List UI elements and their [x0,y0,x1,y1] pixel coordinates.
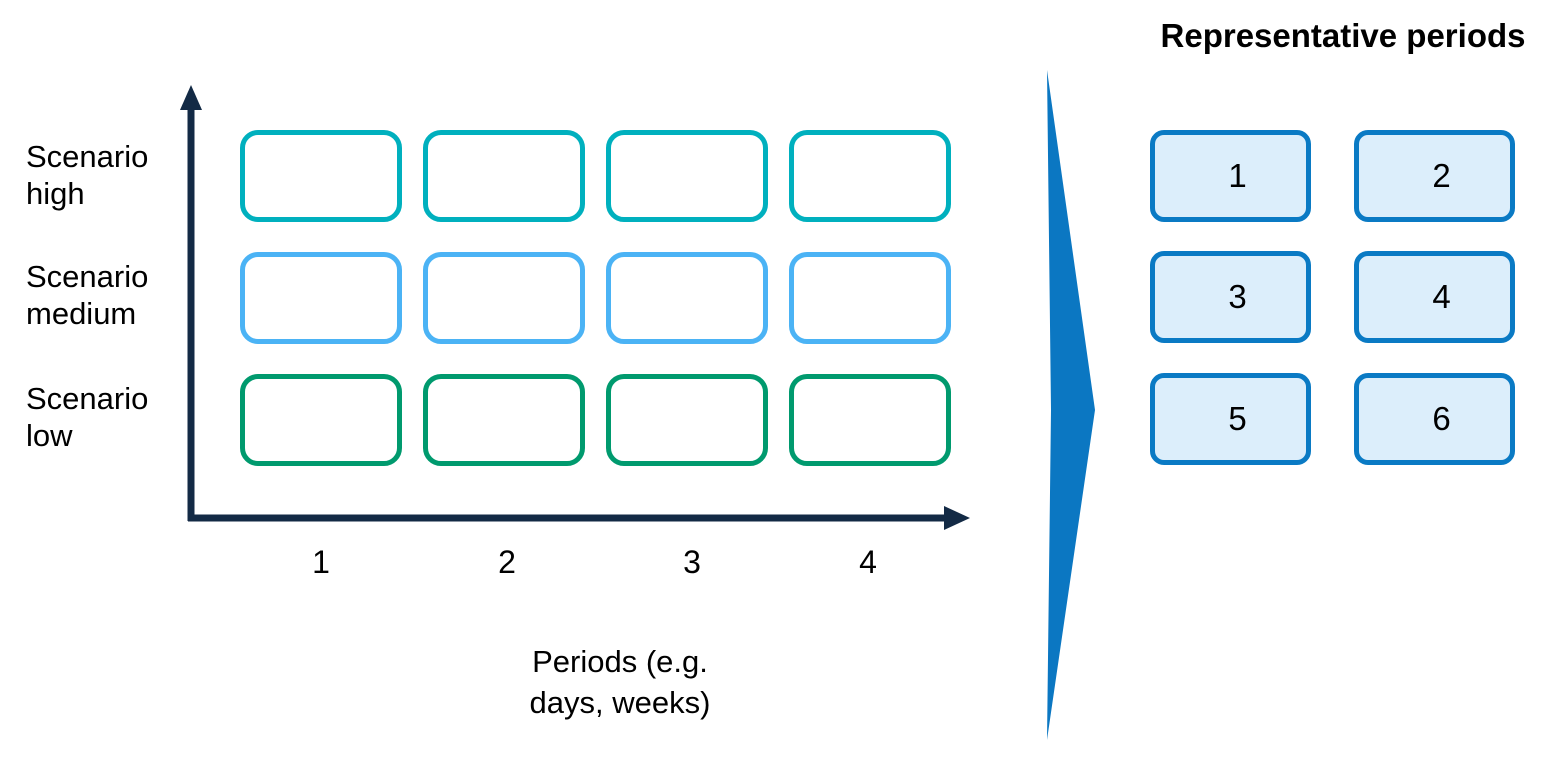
representative-period-2-label: 2 [1432,157,1451,194]
representative-period-1-label: 1 [1228,157,1247,194]
matrix-cell-medium-4[interactable] [789,252,951,344]
representative-periods-title: Representative periods [1160,17,1526,54]
matrix-cell-high-1[interactable] [240,130,402,222]
representative-period-5-label: 5 [1228,400,1247,437]
flow-arrow-icon [1047,70,1095,740]
x-tick-2: 2 [498,544,516,580]
matrix-cell-low-3[interactable] [606,374,768,466]
representative-period-3-label: 3 [1228,278,1247,315]
matrix-cell-high-2[interactable] [423,130,585,222]
matrix-cell-low-4[interactable] [789,374,951,466]
matrix-cell-medium-3[interactable] [606,252,768,344]
representative-period-5[interactable]: 5 [1150,373,1311,465]
x-tick-3: 3 [683,544,701,580]
x-tick-4: 4 [859,544,877,580]
representative-period-4-label: 4 [1432,278,1451,315]
representative-period-6[interactable]: 6 [1354,373,1515,465]
representative-period-3[interactable]: 3 [1150,251,1311,343]
representative-periods-panel: Representative periods 1 2 3 4 5 6 [1110,0,1567,760]
flow-arrow-shape [1047,70,1095,740]
y-axis-arrowhead [180,85,202,110]
matrix-cell-high-4[interactable] [789,130,951,222]
representative-period-4[interactable]: 4 [1354,251,1515,343]
scenario-period-matrix: Scenario high Scenario medium Scenario l… [26,85,970,720]
matrix-cell-high-3[interactable] [606,130,768,222]
matrix-cell-medium-2[interactable] [423,252,585,344]
matrix-cell-low-1[interactable] [240,374,402,466]
row-label-scenario-medium: Scenario medium [26,259,149,331]
row-label-scenario-low: Scenario low [26,381,149,453]
matrix-cell-low-2[interactable] [423,374,585,466]
representative-period-2[interactable]: 2 [1354,130,1515,222]
representative-period-6-label: 6 [1432,400,1451,437]
x-tick-1: 1 [312,544,330,580]
x-axis-caption: Periods (e.g. days, weeks) [529,644,711,720]
representative-period-1[interactable]: 1 [1150,130,1311,222]
row-label-scenario-high: Scenario high [26,139,149,211]
x-axis-arrowhead [944,506,970,530]
matrix-cell-medium-1[interactable] [240,252,402,344]
